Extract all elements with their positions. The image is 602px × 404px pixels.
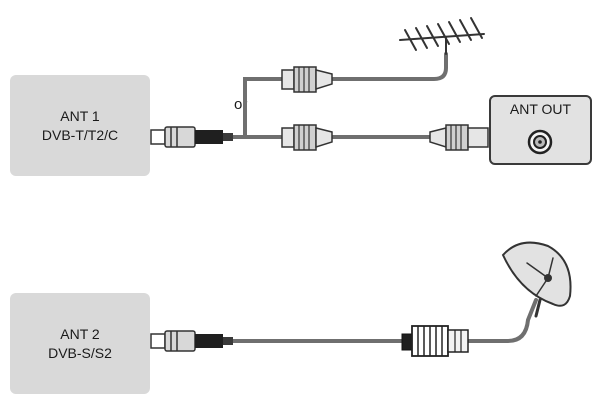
f-connector-icon	[281, 66, 333, 93]
ant1-standard: DVB-T/T2/C	[41, 126, 119, 143]
satellite-dish-icon	[501, 241, 572, 318]
top-cable-lines	[193, 52, 448, 139]
ant-out-socket-icon	[527, 129, 553, 155]
ant1-label: ANT 1	[60, 107, 100, 124]
f-connector-icon	[281, 124, 333, 151]
ant2-label: ANT 2	[60, 325, 100, 342]
f-connector-icon	[429, 124, 489, 151]
ant1-input-box: ANT 1 DVB-T/T2/C	[10, 75, 150, 176]
f-connector-icon	[401, 325, 469, 357]
terrestrial-antenna-icon	[399, 17, 485, 55]
coax-plug-icon	[150, 126, 233, 148]
ant-out-label: ANT OUT	[509, 101, 572, 117]
ant2-standard: DVB-S/S2	[48, 344, 112, 361]
ant2-input-box: ANT 2 DVB-S/S2	[10, 293, 150, 394]
ant-out-panel: ANT OUT	[489, 95, 592, 165]
coax-plug-icon	[150, 330, 233, 352]
bottom-cable-lines	[193, 298, 538, 343]
